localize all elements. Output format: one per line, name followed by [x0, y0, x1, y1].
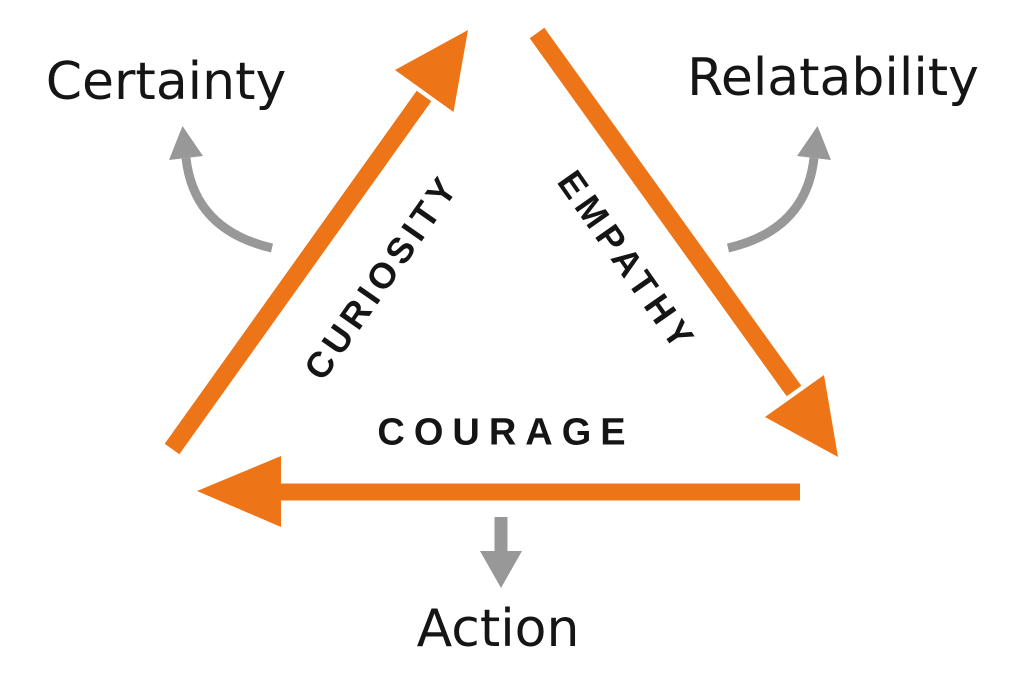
curiosity-edge-arrow	[164, 30, 468, 455]
courage-label: COURAGE	[377, 411, 635, 454]
empathy-edge-arrow	[529, 27, 838, 457]
relatability-label: Relatability	[687, 48, 979, 108]
relatability-arrow	[726, 126, 831, 253]
certainty-arrow	[169, 126, 274, 253]
courage-edge-arrow	[197, 456, 800, 527]
action-label: Action	[416, 599, 580, 659]
certainty-label: Certainty	[45, 52, 287, 112]
action-arrow	[480, 517, 522, 588]
